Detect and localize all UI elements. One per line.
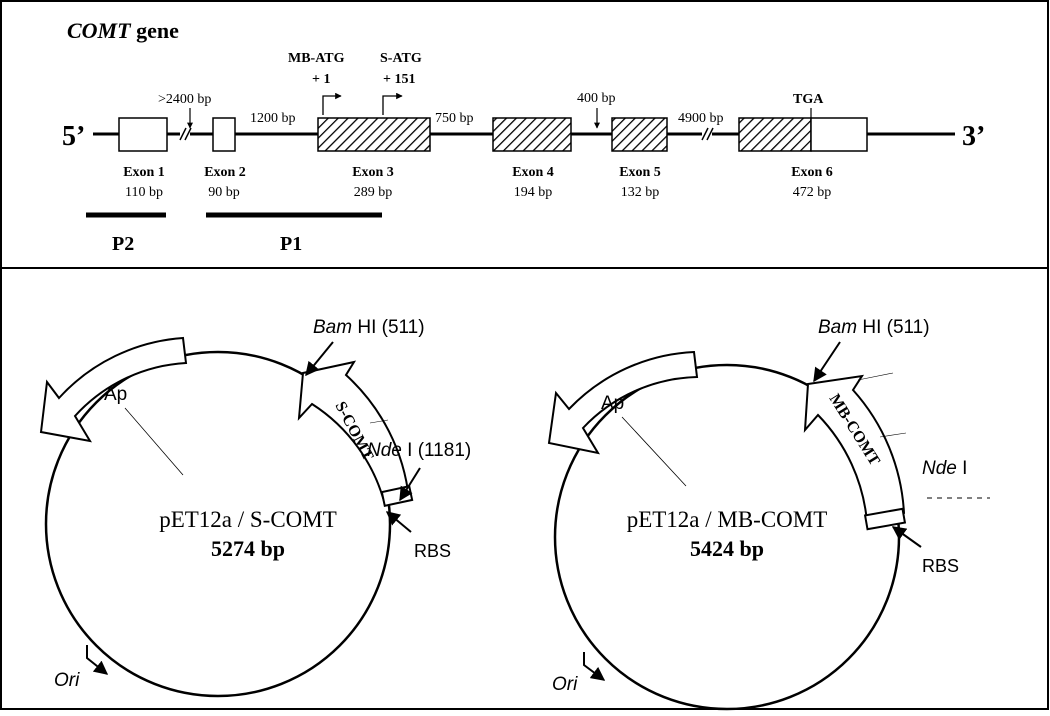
s-atg-label: S-ATG (380, 51, 422, 66)
exon-3-box (317, 117, 431, 152)
mb-comt-insert-arrow (803, 374, 906, 524)
exon-4-box (492, 117, 572, 152)
intron-4-label: 400 bp (577, 91, 616, 106)
ap-label: Ap (104, 384, 127, 405)
rbs-label-1: RBS (414, 541, 451, 561)
plasmid-mb-comt-name: pET12a / MB-COMT (627, 507, 828, 532)
ori-label-1: Ori (54, 670, 80, 691)
bam-hi-italic-2: Bam (818, 317, 857, 338)
exon-3-size: 289 bp (354, 185, 393, 200)
bam-hi-italic-1: Bam (313, 317, 352, 338)
gene-title-rest: gene (131, 18, 180, 43)
mb-comt-tick-1 (857, 372, 894, 381)
ap-gene-arrow (39, 336, 188, 443)
start-codon-labels: MB-ATG + 1 S-ATG + 151 TGA (288, 51, 824, 107)
intron-1-label: >2400 bp (158, 92, 211, 107)
mb-atg-arrow (322, 92, 342, 115)
three-prime-label: 3’ (962, 121, 985, 152)
plasmid-s-comt: Ap S-COMT Bam HI (511) Nde I (1181) RBS … (39, 317, 471, 698)
exon-1-name: Exon 1 (123, 165, 165, 180)
exon-4-size: 194 bp (514, 185, 553, 200)
ori-label-2: Ori (552, 674, 578, 695)
promoter-p2-label: P2 (112, 233, 134, 255)
exon-6-size: 472 bp (793, 185, 832, 200)
rbs-arrow-1 (385, 511, 412, 533)
gene-title-italic: COMT (67, 18, 132, 43)
s-comt-insert-arrow (297, 360, 411, 507)
intron-labels: >2400 bp 1200 bp 750 bp 400 bp 4900 bp (158, 91, 724, 126)
plasmid-mb-comt: Ap MB-COMT Bam HI (511) Nde I RBS Ori pE… (547, 317, 990, 711)
gene-title: COMT gene (67, 18, 179, 43)
s-atg-arrow (382, 92, 403, 115)
rbs-label-2: RBS (922, 556, 959, 576)
rbs-arrow-2 (891, 526, 922, 548)
ap-label-2: Ap (601, 393, 624, 414)
bam-hi-label-1: Bam HI (511) (313, 317, 425, 338)
nde-i-italic-2: Nde (922, 458, 957, 479)
break-mark-1 (179, 127, 192, 141)
ori-arrow-2 (583, 652, 606, 681)
bam-hi-rest-2: HI (511) (857, 317, 930, 338)
promoter-p1-label: P1 (280, 233, 302, 255)
nde-i-label-2: Nde I (922, 458, 967, 479)
exon-3-name: Exon 3 (352, 165, 394, 180)
bam-hi-arrow-1 (305, 341, 334, 377)
exon-2-name: Exon 2 (204, 165, 246, 180)
s-atg-position: + 151 (383, 72, 415, 87)
break-mark-2 (701, 127, 714, 141)
exon-names: Exon 1 Exon 2 Exon 3 Exon 4 Exon 5 Exon … (123, 165, 833, 180)
ap-pointer-line-2 (621, 416, 687, 487)
exon-2-size: 90 bp (208, 185, 240, 200)
exon-6-utr-box (810, 117, 868, 152)
exon-4-name: Exon 4 (512, 165, 554, 180)
intron-5-label: 4900 bp (678, 111, 724, 126)
exon-5-name: Exon 5 (619, 165, 661, 180)
plasmid-s-comt-size: 5274 bp (211, 536, 285, 561)
exon-6-name: Exon 6 (791, 165, 833, 180)
exon-1-box (118, 117, 168, 152)
ori-arrow-1 (86, 645, 109, 675)
ap-pointer-line (124, 407, 184, 476)
mb-atg-position: + 1 (312, 72, 330, 87)
exon-5-size: 132 bp (621, 185, 660, 200)
exon-5-box (611, 117, 668, 152)
nde-i-rest-1: I (1181) (402, 440, 471, 461)
plasmid-mb-comt-size: 5424 bp (690, 536, 764, 561)
nde-i-label-1: Nde I (1181) (367, 440, 471, 461)
nde-i-rest-2: I (957, 458, 968, 479)
exon-6-coding-box (738, 117, 812, 152)
tga-label: TGA (793, 92, 824, 107)
ap-gene-arrow-2 (547, 350, 699, 455)
gene-panel: COMT gene 5’ 3’ Exon 1 Exon 2 Exon 3 (62, 18, 985, 255)
bam-hi-arrow-2 (813, 341, 841, 383)
exon-2-box (212, 117, 236, 152)
bam-hi-label-2: Bam HI (511) (818, 317, 930, 338)
s-comt-tick (369, 419, 389, 424)
intron-2-label: 1200 bp (250, 111, 296, 126)
intron-3-label: 750 bp (435, 111, 474, 126)
nde-i-arrow-1 (399, 467, 421, 502)
plasmid-s-comt-name: pET12a / S-COMT (159, 507, 337, 532)
exon-sizes: 110 bp 90 bp 289 bp 194 bp 132 bp 472 bp (125, 185, 831, 200)
rbs-box-2 (863, 507, 907, 531)
five-prime-label: 5’ (62, 121, 85, 152)
mb-atg-label: MB-ATG (288, 51, 345, 66)
bam-hi-rest-1: HI (511) (352, 317, 425, 338)
mb-comt-tick-2 (879, 432, 907, 438)
exon-1-size: 110 bp (125, 185, 163, 200)
nde-i-italic-1: Nde (367, 440, 402, 461)
